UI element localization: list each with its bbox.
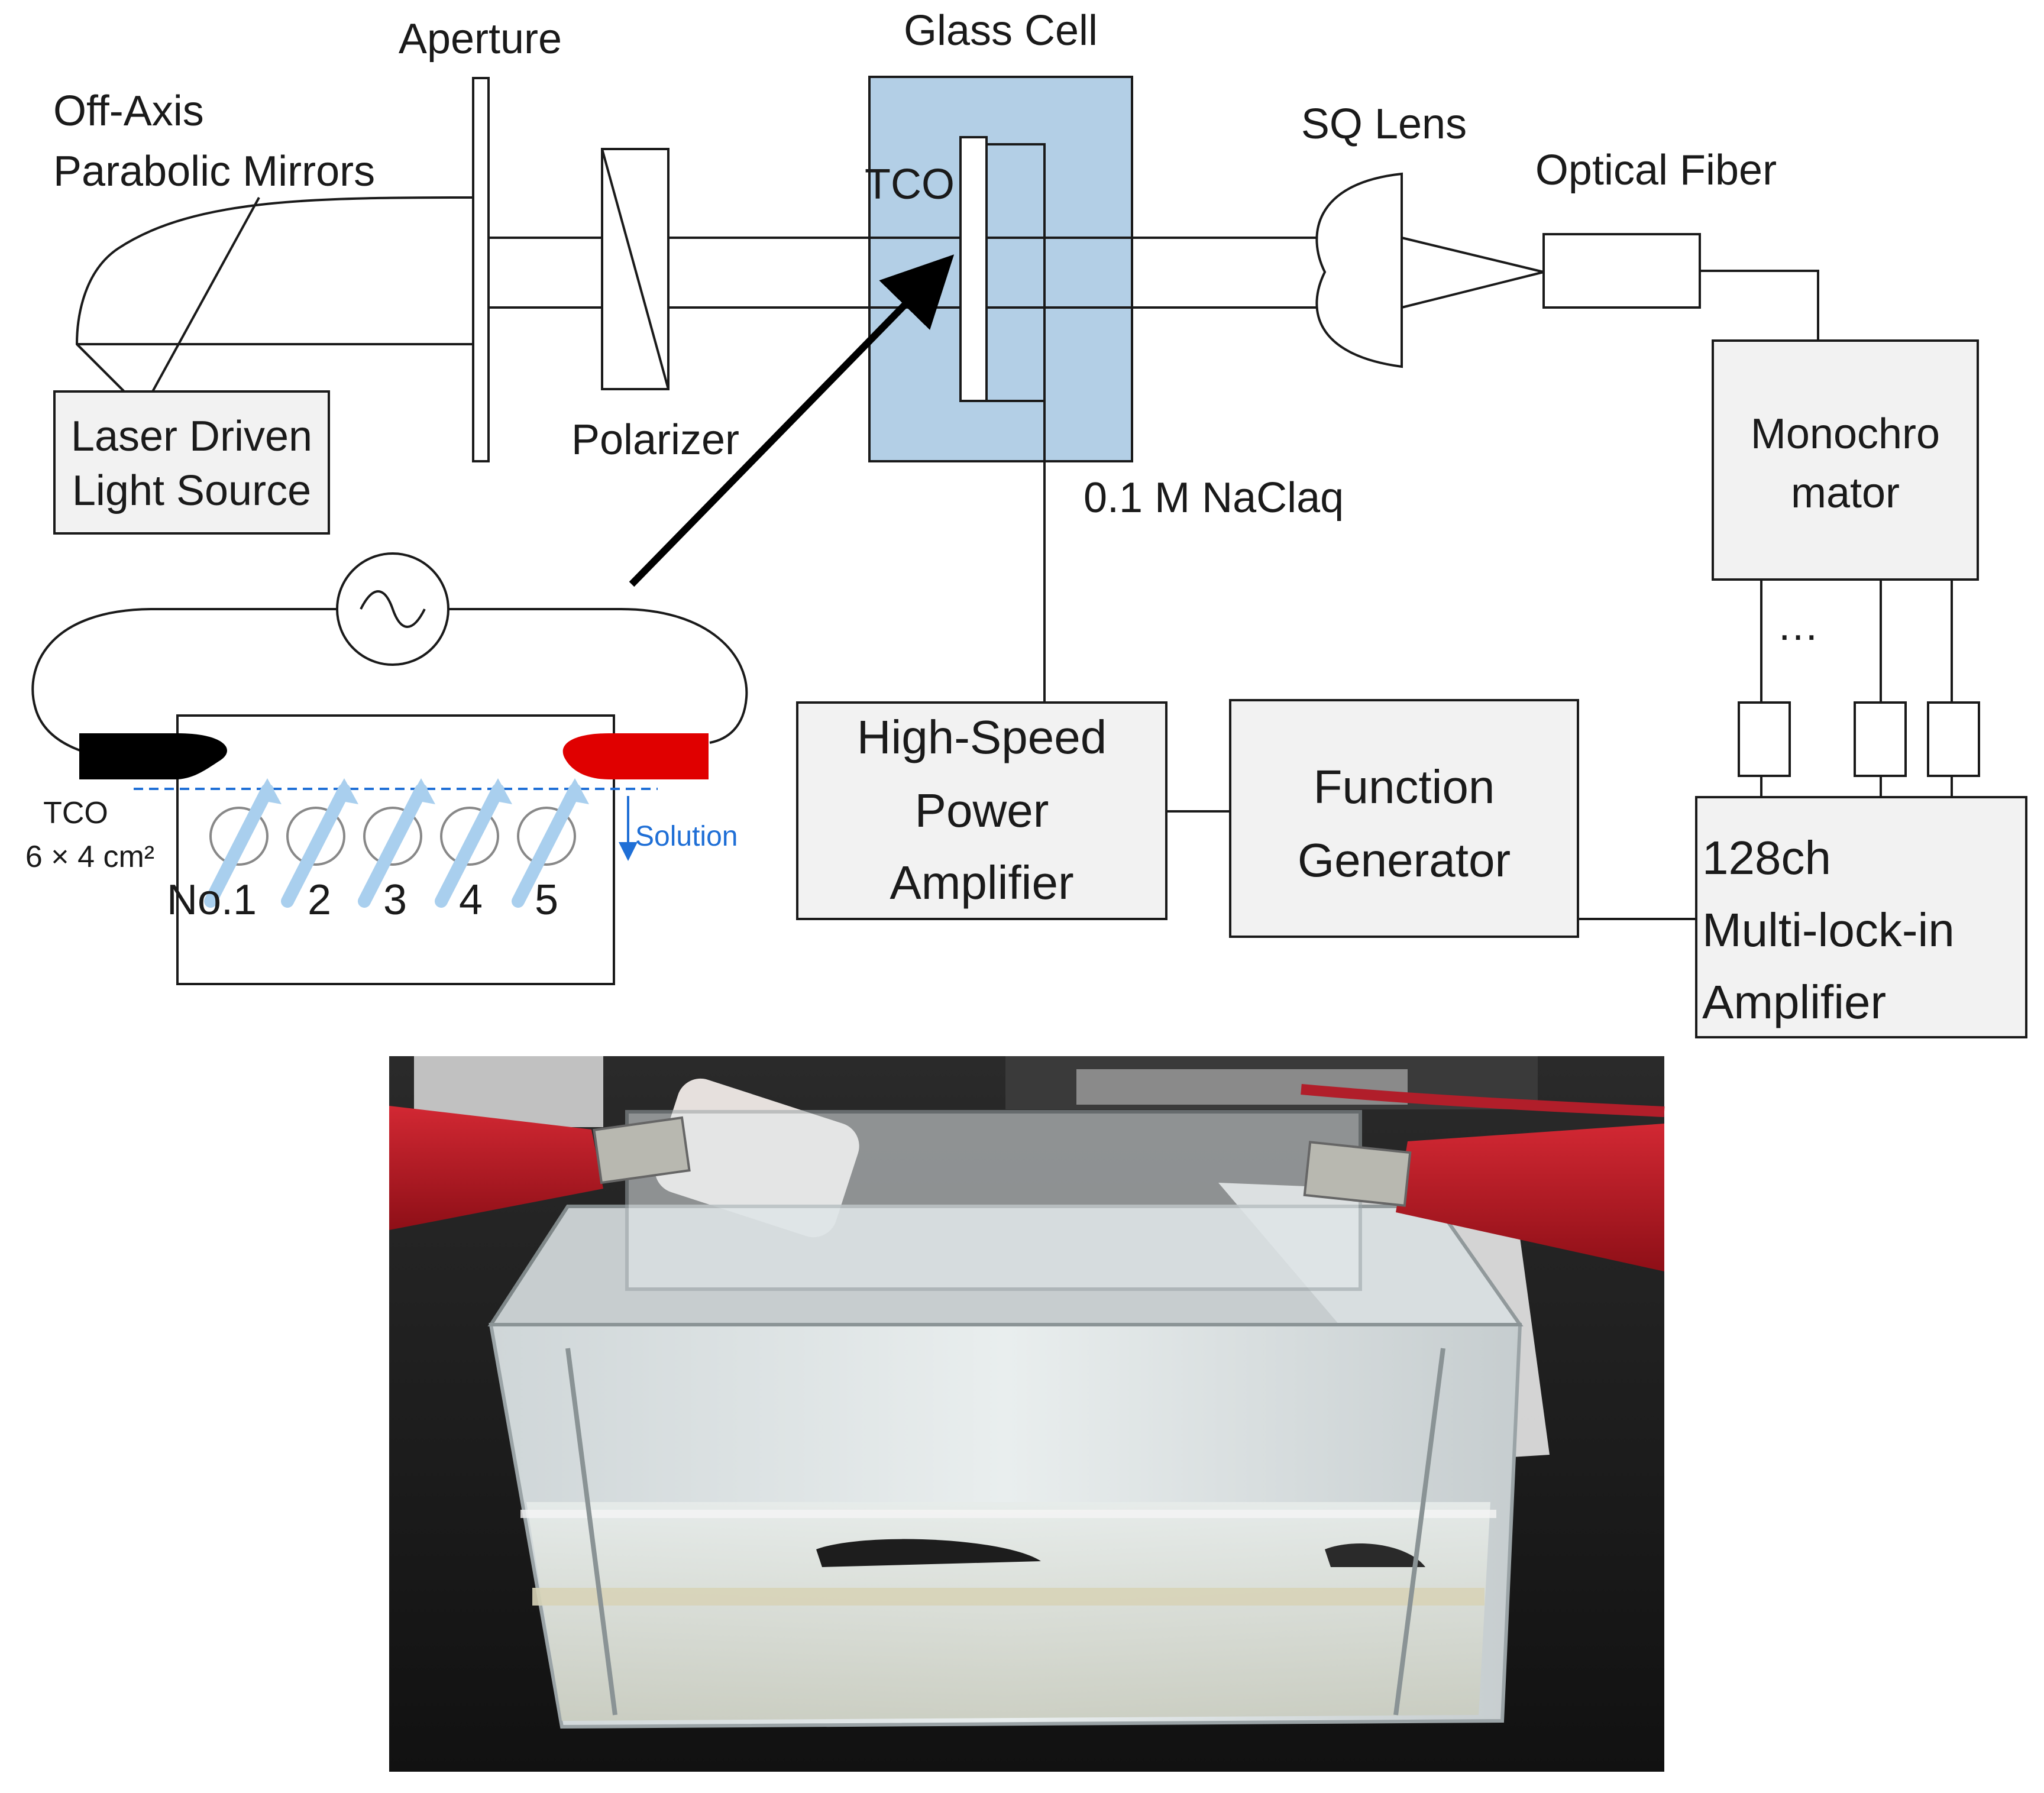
ac-sine-icon (360, 590, 426, 628)
lockin-box (1695, 796, 2027, 1038)
measurement-spots: No.1 2 3 4 5 (167, 778, 589, 924)
fiber-to-monochromator (1700, 270, 1819, 341)
spot-circle-1 (209, 807, 269, 866)
lockin-label-3: Amplifier (1702, 976, 1886, 1028)
spot-circle-2 (286, 807, 345, 866)
photo-sample-dark-2 (1325, 1543, 1425, 1567)
tco-lead (987, 143, 1046, 402)
black-electrode (79, 733, 227, 779)
spot-arrow-1 (204, 784, 274, 908)
ac-wire-left (31, 608, 337, 752)
lockin-label-2: Multi-lock-in (1702, 904, 1955, 956)
photo-tank-edge-right (1393, 1348, 1445, 1716)
spot-label-5: 5 (535, 876, 558, 924)
glass-cell-label: Glass Cell (904, 7, 1098, 54)
photo-metal-clip-left (593, 1116, 691, 1184)
lockin-label-1: 128ch (1702, 831, 1831, 884)
focus-ray-lower (1401, 271, 1544, 309)
tco-sample-label: TCO (43, 796, 108, 830)
fg-label-2: Generator (1298, 834, 1511, 886)
off-axis-label-1: Off-Axis (53, 88, 204, 135)
optical-fiber-label: Optical Fiber (1535, 147, 1777, 194)
photo-tco-plate (625, 1110, 1362, 1291)
mirror-pointer-1 (151, 197, 260, 392)
spot-label-3: 3 (383, 876, 407, 924)
photo-red-clip-left (389, 1106, 603, 1230)
mirror-pointer-2 (76, 343, 125, 393)
parabolic-mirror (75, 196, 480, 393)
photo-tank-edge-left (565, 1348, 617, 1716)
light-source-label-2: Light Source (72, 467, 311, 514)
spot-label-4: 4 (459, 876, 483, 924)
monochromator-label-1: Monochro (1751, 410, 1940, 458)
spot-arrowhead-3 (409, 778, 435, 804)
glass-cell (868, 76, 1133, 462)
photo-metal-clip-right (1303, 1141, 1412, 1207)
cell-photograph (389, 1056, 1665, 1772)
sq-lens (1315, 172, 1403, 368)
amp-label-2: Power (915, 784, 1049, 837)
detector-3 (1927, 701, 1980, 777)
sq-lens-label: SQ Lens (1301, 101, 1467, 148)
spot-arrowhead-2 (332, 778, 358, 804)
spot-arrow-3 (358, 784, 428, 908)
spot-arrows (204, 784, 581, 908)
photo-red-clip-right (1396, 1124, 1664, 1271)
spot-arrow-2 (281, 784, 351, 908)
spot-arrowhead-4 (486, 778, 512, 804)
amp-label-1: High-Speed (857, 711, 1107, 763)
spot-circle-3 (363, 807, 422, 866)
power-amplifier-box (796, 701, 1167, 920)
aperture-plate (472, 77, 490, 462)
tco-cell-label: TCO (865, 161, 955, 208)
amp-label-3: Amplifier (890, 856, 1073, 909)
photo-red-wire-back (1301, 1084, 1665, 1117)
polarizer-diagonal (601, 148, 670, 390)
optical-fiber (1542, 233, 1701, 309)
tco-size-label: 6 × 4 cm² (25, 840, 154, 874)
nacl-label: 0.1 M NaClaq (1084, 474, 1344, 522)
spot-arrow-5 (512, 784, 581, 908)
polarizer-label: Polarizer (571, 416, 739, 464)
channel-ellipsis: … (1777, 602, 1819, 649)
spot-circle-4 (440, 807, 499, 866)
spot-label-2: 2 (308, 876, 331, 924)
spot-arrowhead-1 (256, 778, 282, 804)
spot-arrowhead-5 (563, 778, 589, 804)
detector-2 (1854, 701, 1907, 777)
tco-electrode (959, 136, 988, 402)
photo-water (526, 1502, 1490, 1721)
photo-sample-dark (816, 1539, 1041, 1567)
aperture-label: Aperture (399, 15, 562, 63)
solution-label: Solution (635, 821, 738, 852)
spot-circle-5 (517, 807, 576, 866)
light-source-box (53, 390, 330, 535)
monochromator-box (1712, 339, 1979, 581)
ac-wire-right (448, 608, 748, 744)
fg-label-1: Function (1314, 760, 1495, 813)
light-source-label-1: Laser Driven (71, 413, 312, 460)
monochromator-label-2: mator (1791, 470, 1900, 517)
detector-1 (1738, 701, 1791, 777)
red-electrode (562, 733, 709, 779)
function-generator-box (1229, 699, 1579, 938)
off-axis-label-2: Parabolic Mirrors (53, 148, 375, 195)
spot-label-1: No.1 (167, 876, 257, 924)
focus-ray-upper (1401, 237, 1544, 273)
sample-to-cell-arrow (629, 254, 955, 587)
spot-arrow-4 (435, 784, 504, 908)
